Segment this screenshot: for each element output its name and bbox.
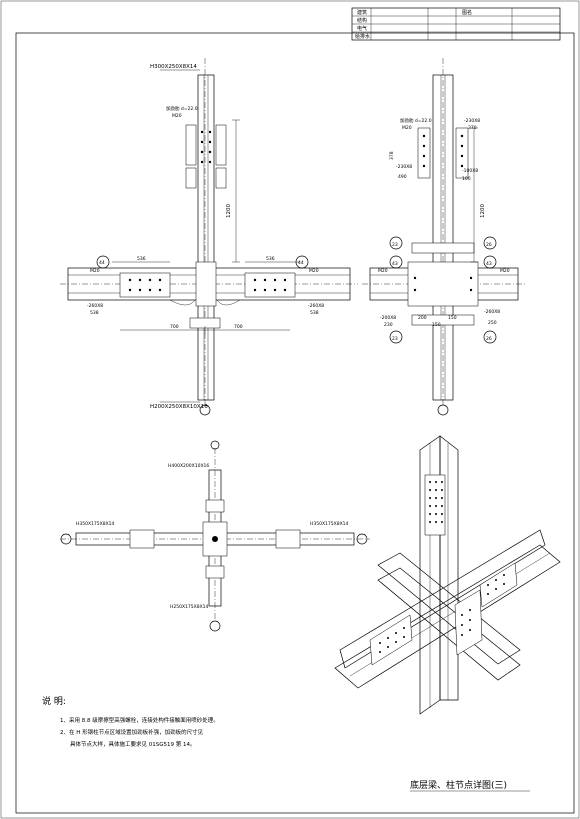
view2-dim-bottom5: 150 [448,315,457,321]
title-row-2: 结构 [357,17,367,24]
view2-bolt-right: M20 [500,268,510,274]
view1-column-top-label: H300X250X8X14 [150,64,197,70]
view1-tag-right: 44 [298,260,304,266]
view1-bolt-right: M20 [309,268,319,274]
view2-dim-top1: -230X8 [464,118,480,124]
view3-column-top: H400X200X10X16 [168,463,209,469]
inner-frame [15,32,575,814]
view2-dim-right2: 100 [462,176,471,182]
view1-plate-right: -260X8 [308,303,324,309]
view2-dim-left1: 378 [389,151,395,160]
view4-column-bolts [429,481,443,523]
view1-bolt-left: M20 [90,268,100,274]
view2-dim-bottom2: 230 [384,322,393,328]
title-row-4: 给排水 [355,33,370,40]
view3-beam-right: H350X175X8X14 [310,521,349,527]
view1-plate-left: -260X8 [87,303,103,309]
view3-column-bottom: H250X175X8X14 [170,604,209,610]
view2-weld-top: 加劲肋 d=22.0 [400,117,432,124]
notes-heading: 说 明: [42,695,66,707]
notes-block: 说 明: 1、采用 8.8 级摩擦型高强螺栓，连接处构件接触面用喷砂处理。 2、… [42,695,219,748]
view1-dim-vertical: 1200 [226,204,232,218]
view2-dim-bottom4: 150 [432,322,441,328]
view2-tag-4: 43 [486,261,492,267]
view1-dim-bottom-right: 700 [234,324,243,330]
view1-bolt-top-label: M20 [172,113,182,119]
view2-tag-1: 23 [392,242,398,248]
view2-dim-top2: 370 [468,125,477,131]
view2-tag-5: 23 [392,336,398,342]
view4-isometric [334,435,561,715]
view1-bolts [128,130,287,292]
view1-column-bottom-label: H200X250X8X10X16 [150,404,208,410]
view2-dim-vertical: 1200 [480,204,486,218]
view1-dim-right-beam: 536 [266,256,275,262]
view1-tag-left: 44 [99,260,105,266]
view3-plan: H400X200X10X16 H350X175X8X14 H350X175X8X… [60,440,370,632]
view1-dim-left-beam: 536 [137,256,146,262]
view2-dim-bottom1: -200X8 [380,315,396,321]
title-row-3: 电气 [357,25,367,32]
view1-plate-right2: 538 [310,310,319,316]
view2-bolts [413,134,473,292]
view2-dim-right1: -100X8 [462,168,478,174]
view2-dim-left2: -230X8 [396,164,412,170]
notes-line-3: 具体节点大样，具体施工要求见 01SG519 第 14。 [70,740,196,748]
view2-dim-left3: 490 [398,174,407,180]
view3-beam-left: H350X175X8X14 [76,521,115,527]
view4-beam-bolts [379,574,505,653]
view2-elevation: 23 43 26 43 23 26 加劲肋 d=22.0 M20 -230X8 … [362,58,526,416]
view1-dim-bottom-left: 700 [170,324,179,330]
title-row-1: 建筑 [357,9,367,16]
view2-dim-bottom3: 200 [418,315,427,321]
view1-elevation: H300X250X8X14 H200X250X8X10X16 加劲肋 d=22.… [60,58,358,416]
notes-line-1: 1、采用 8.8 级摩擦型高强螺栓，连接处构件接触面用喷砂处理。 [60,716,219,724]
view2-bolt-left: M20 [378,268,388,274]
view2-tag-3: 26 [486,242,492,248]
view2-dim-bottom-right: -260X8 [484,309,500,315]
notes-line-2: 2、在 H 形钢柱节点区域设置加劲板补强，加劲板的尺寸见 [60,728,204,736]
title-block: 建筑 结构 电气 给排水 图名 [351,7,561,41]
view2-tag-2: 43 [392,261,398,267]
view1-plate-left2: 538 [90,310,99,316]
view2-bolt-top: M20 [402,125,412,131]
view1-weld-top-label: 加劲肋 d=22.0 [166,105,198,112]
title-row-1-name: 图名 [462,9,472,16]
view2-tag-6: 26 [486,336,492,342]
view2-dim-bottom-right2: 250 [488,320,497,326]
drawing-title: 底层梁、柱节点详图(三) [410,779,507,791]
